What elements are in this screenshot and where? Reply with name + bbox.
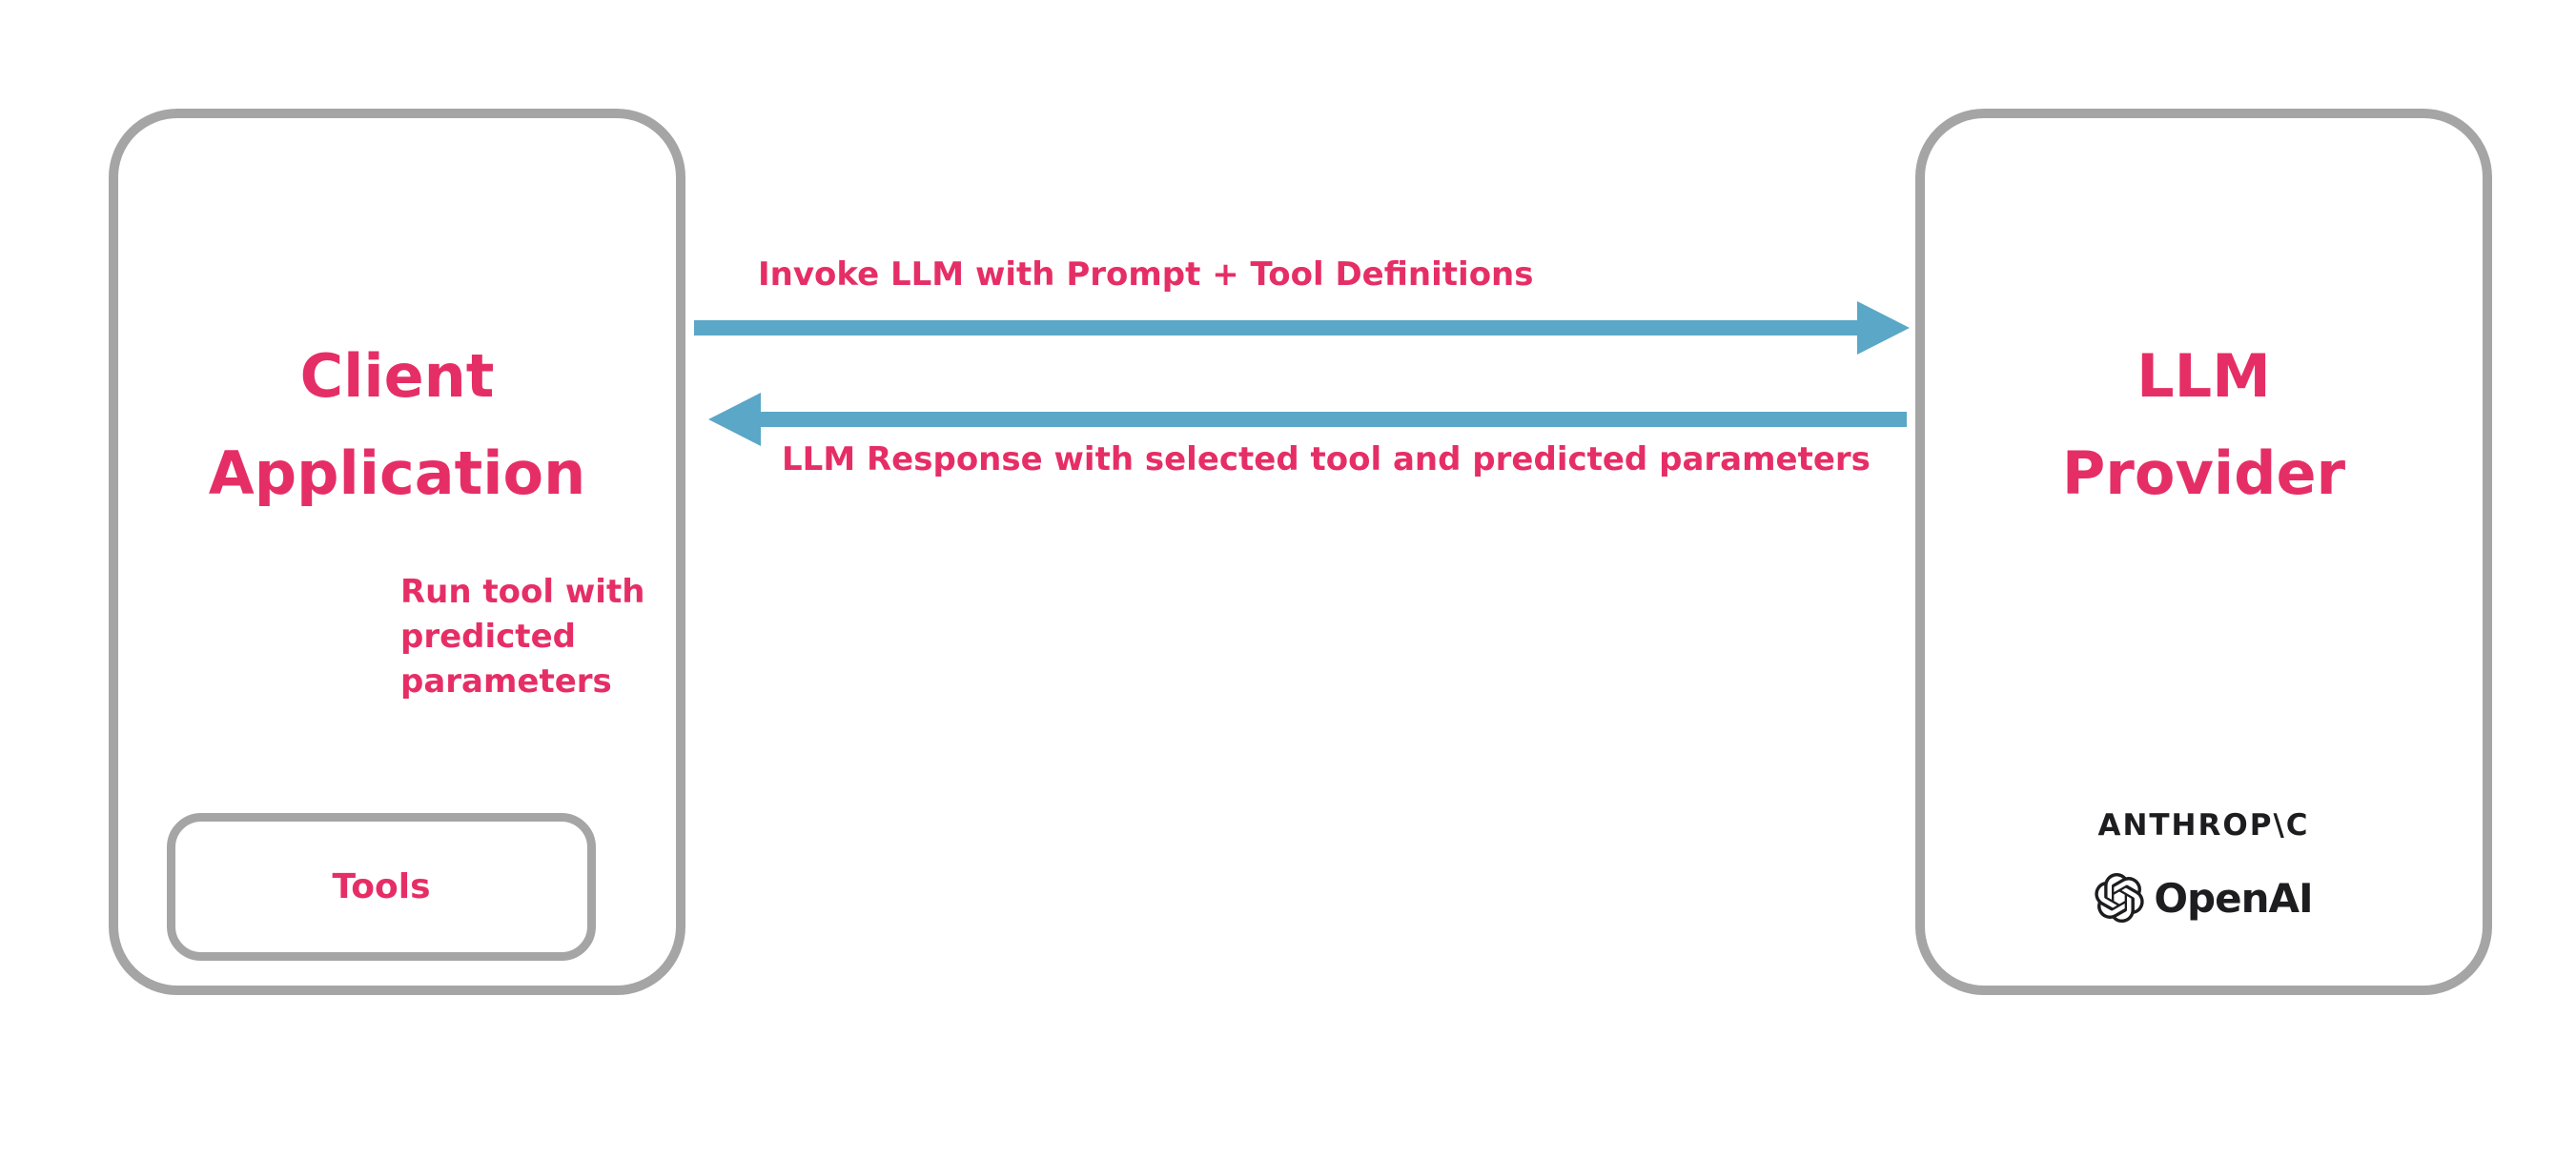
tools-box: Tools — [167, 813, 596, 961]
response-arrow-label: LLM Response with selected tool and pred… — [782, 440, 1871, 478]
anthropic-logo: ANTHROP\C — [2097, 808, 2310, 843]
tools-label: Tools — [332, 867, 431, 906]
openai-icon — [2095, 873, 2144, 923]
client-application-title: Client Application — [208, 341, 586, 509]
llm-provider-title: LLM Provider — [2061, 341, 2346, 509]
openai-logo: OpenAI — [1915, 873, 2492, 923]
openai-logo-text: OpenAI — [2154, 874, 2313, 922]
request-arrow-label: Invoke LLM with Prompt + Tool Definition… — [758, 255, 1534, 294]
llm-provider-box — [1915, 109, 2492, 995]
run-tool-arrow-label: Run tool with predicted parameters — [400, 573, 645, 701]
response-arrow — [708, 393, 1907, 446]
request-arrow — [694, 301, 1910, 355]
